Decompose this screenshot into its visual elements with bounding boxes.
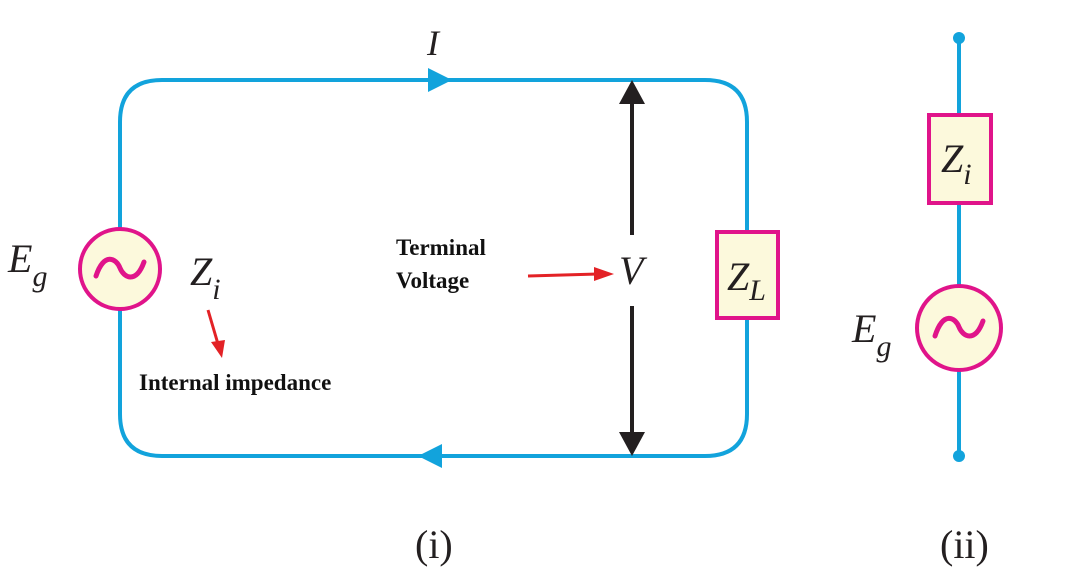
load-impedance-box <box>715 230 780 320</box>
ac-source-i <box>78 227 162 311</box>
terminal-bottom-icon <box>953 450 965 462</box>
terminal-voltage-annotation-line2: Voltage <box>396 268 469 293</box>
current-arrow-top-icon <box>428 68 452 92</box>
load-impedance-label: ZL <box>727 254 766 307</box>
source-label-i: Eg <box>7 236 47 293</box>
caption-i: (i) <box>415 522 453 567</box>
internal-impedance-pointer-icon <box>206 309 225 358</box>
current-arrow-bottom-icon <box>418 444 442 468</box>
diagram-i: I Eg Zi Internal impedance V Terminal Vo… <box>7 23 780 567</box>
terminal-top-icon <box>953 32 965 44</box>
current-label: I <box>426 23 441 63</box>
diagram-ii: Zi Eg (ii) <box>851 32 1003 567</box>
terminal-voltage-pointer-icon <box>527 267 614 281</box>
terminal-voltage-annotation-line1: Terminal <box>396 235 486 260</box>
internal-impedance-annotation: Internal impedance <box>139 370 331 395</box>
source-label-ii: Eg <box>851 306 891 363</box>
terminal-voltage-arrow <box>619 80 645 456</box>
internal-impedance-label-ii: Zi <box>941 136 972 191</box>
ac-source-ii <box>915 284 1003 372</box>
internal-impedance-box <box>927 113 993 205</box>
sine-wave-icon-ii <box>932 315 986 339</box>
caption-ii: (ii) <box>940 522 989 567</box>
internal-impedance-label: Zi <box>190 249 221 306</box>
terminal-voltage-symbol: V <box>619 248 648 293</box>
sine-wave-icon <box>93 256 147 280</box>
